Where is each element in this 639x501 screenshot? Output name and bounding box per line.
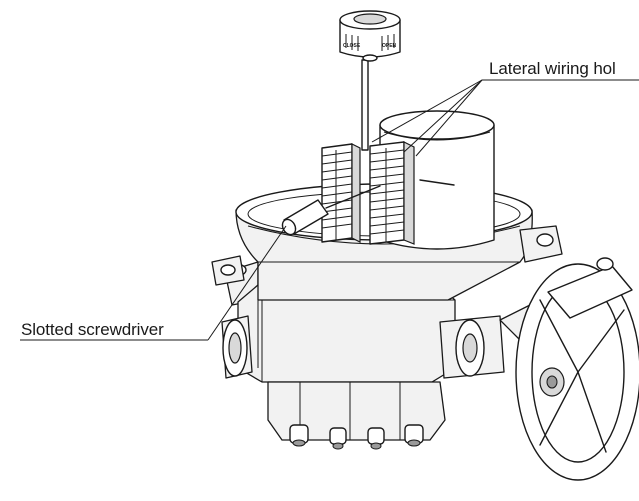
dial-close-text: CLOSE [343,43,361,49]
slotted-screwdriver-label: Slotted screwdriver [21,320,164,339]
slotted-screwdriver [281,185,381,236]
leader-lines [20,79,639,341]
terminal-block-right [369,141,415,245]
terminal-block-left [321,143,361,243]
lateral-wiring-hole-label: Lateral wiring hol [489,59,616,78]
dial-open-text: OPEN [382,43,397,49]
valve-body [221,261,505,450]
handwheel [499,257,639,481]
position-dial: CLOSE OPEN [339,10,401,151]
